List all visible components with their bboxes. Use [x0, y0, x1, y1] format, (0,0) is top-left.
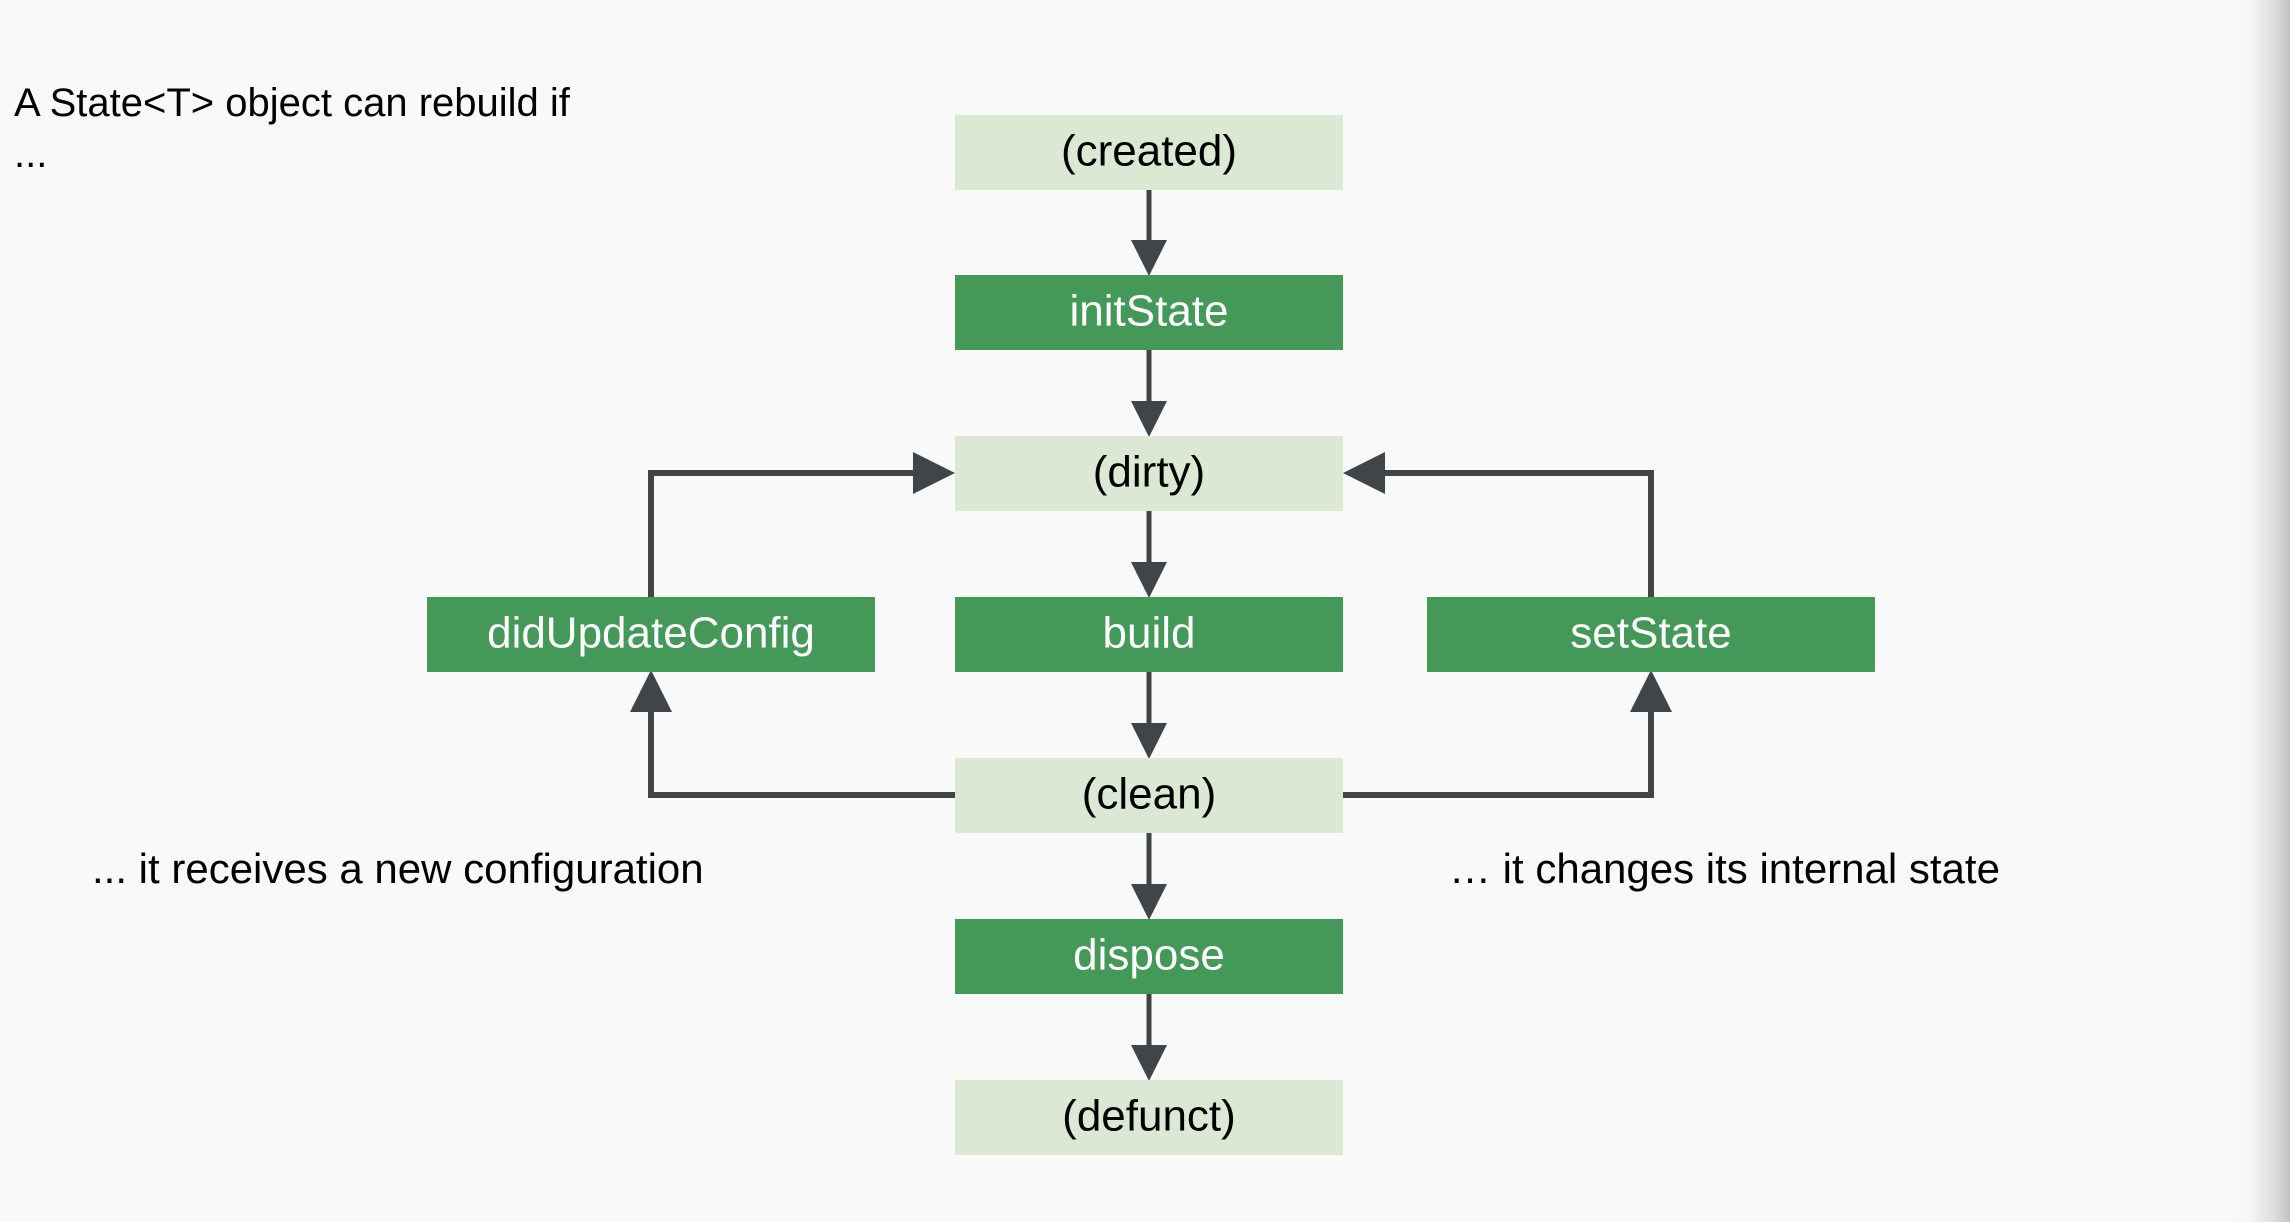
node-label-dirty: (dirty) [1093, 448, 1205, 497]
node-setstate[interactable]: setState [1427, 597, 1875, 672]
edge-clean-to-setstate [1343, 670, 1672, 798]
edge-setstate-to-dirty [1343, 452, 1654, 597]
node-defunct[interactable]: (defunct) [955, 1080, 1343, 1155]
node-label-dispose: dispose [1073, 931, 1225, 980]
edge-dispose-to-defunct [1131, 994, 1167, 1081]
edge-clean-to-didupdateconfig [630, 670, 955, 798]
node-dirty[interactable]: (dirty) [955, 436, 1343, 511]
node-initstate[interactable]: initState [955, 275, 1343, 350]
node-label-didupdateconfig: didUpdateConfig [487, 609, 815, 658]
edge-dirty-to-build [1131, 511, 1167, 598]
caption-top-left: A State<T> object can rebuild if ... [14, 81, 570, 177]
edge-created-to-initstate [1131, 190, 1167, 276]
node-clean[interactable]: (clean) [955, 758, 1343, 833]
edge-didupdateconfig-to-dirty [648, 452, 955, 597]
caption-bottom-left: ... it receives a new configuration [92, 845, 704, 892]
node-build[interactable]: build [955, 597, 1343, 672]
node-dispose[interactable]: dispose [955, 919, 1343, 994]
node-label-defunct: (defunct) [1062, 1092, 1236, 1141]
edge-initstate-to-dirty [1131, 350, 1167, 437]
edge-clean-to-dispose [1131, 833, 1167, 920]
node-label-created: (created) [1061, 127, 1237, 176]
caption-bottom-right: … it changes its internal state [1449, 845, 2000, 892]
node-label-build: build [1103, 609, 1196, 658]
node-label-clean: (clean) [1082, 770, 1217, 819]
node-label-initstate: initState [1070, 287, 1229, 336]
node-didupdateconfig[interactable]: didUpdateConfig [427, 597, 875, 672]
edge-layer [630, 190, 1672, 1081]
node-layer: (created) initState (dirty) build (clean… [427, 115, 1875, 1155]
edge-build-to-clean [1131, 672, 1167, 759]
node-created[interactable]: (created) [955, 115, 1343, 190]
node-label-setstate: setState [1570, 609, 1731, 658]
